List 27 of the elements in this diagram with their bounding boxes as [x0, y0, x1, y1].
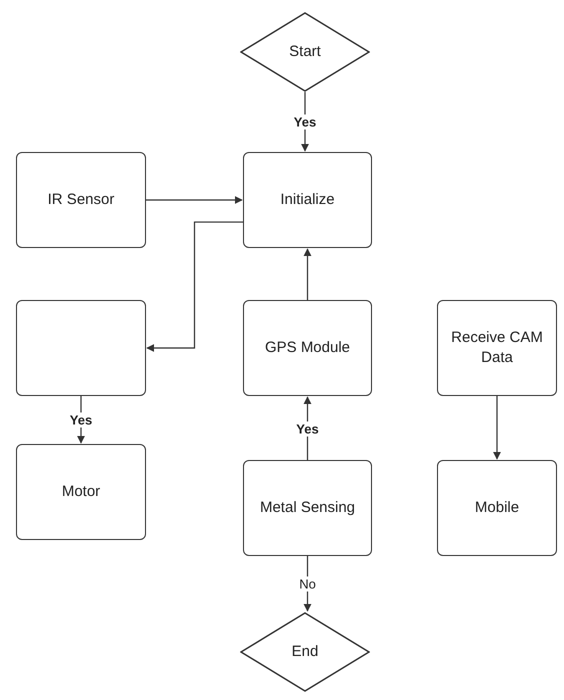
process-box	[243, 300, 372, 396]
edge-label: No	[297, 576, 318, 591]
node-label: Metal Sensing	[258, 498, 356, 518]
process-box	[16, 152, 146, 248]
node-label: End	[290, 642, 320, 662]
edge-label: Yes	[294, 421, 321, 436]
process-box	[243, 152, 372, 248]
node-label: GPS Module	[264, 338, 352, 358]
process-box	[437, 460, 557, 556]
node-label: IR Sensor	[46, 190, 116, 210]
arrow	[304, 248, 312, 300]
edge-label: Yes	[292, 114, 318, 129]
process-box	[16, 444, 146, 540]
arrow	[493, 396, 501, 460]
node-label: Mobile	[474, 498, 520, 518]
process-box	[437, 300, 557, 396]
end-diamond	[240, 612, 370, 692]
arrow	[146, 221, 243, 352]
process-box	[16, 300, 146, 396]
node-label: Receive CAM Data	[450, 328, 544, 368]
edge-label: Yes	[68, 412, 94, 427]
start-diamond	[240, 12, 370, 92]
node-label: Initialize	[279, 190, 336, 210]
node-label: Motor	[60, 482, 102, 502]
process-box	[243, 460, 372, 556]
node-label: Start	[288, 42, 322, 62]
arrow	[146, 196, 243, 204]
